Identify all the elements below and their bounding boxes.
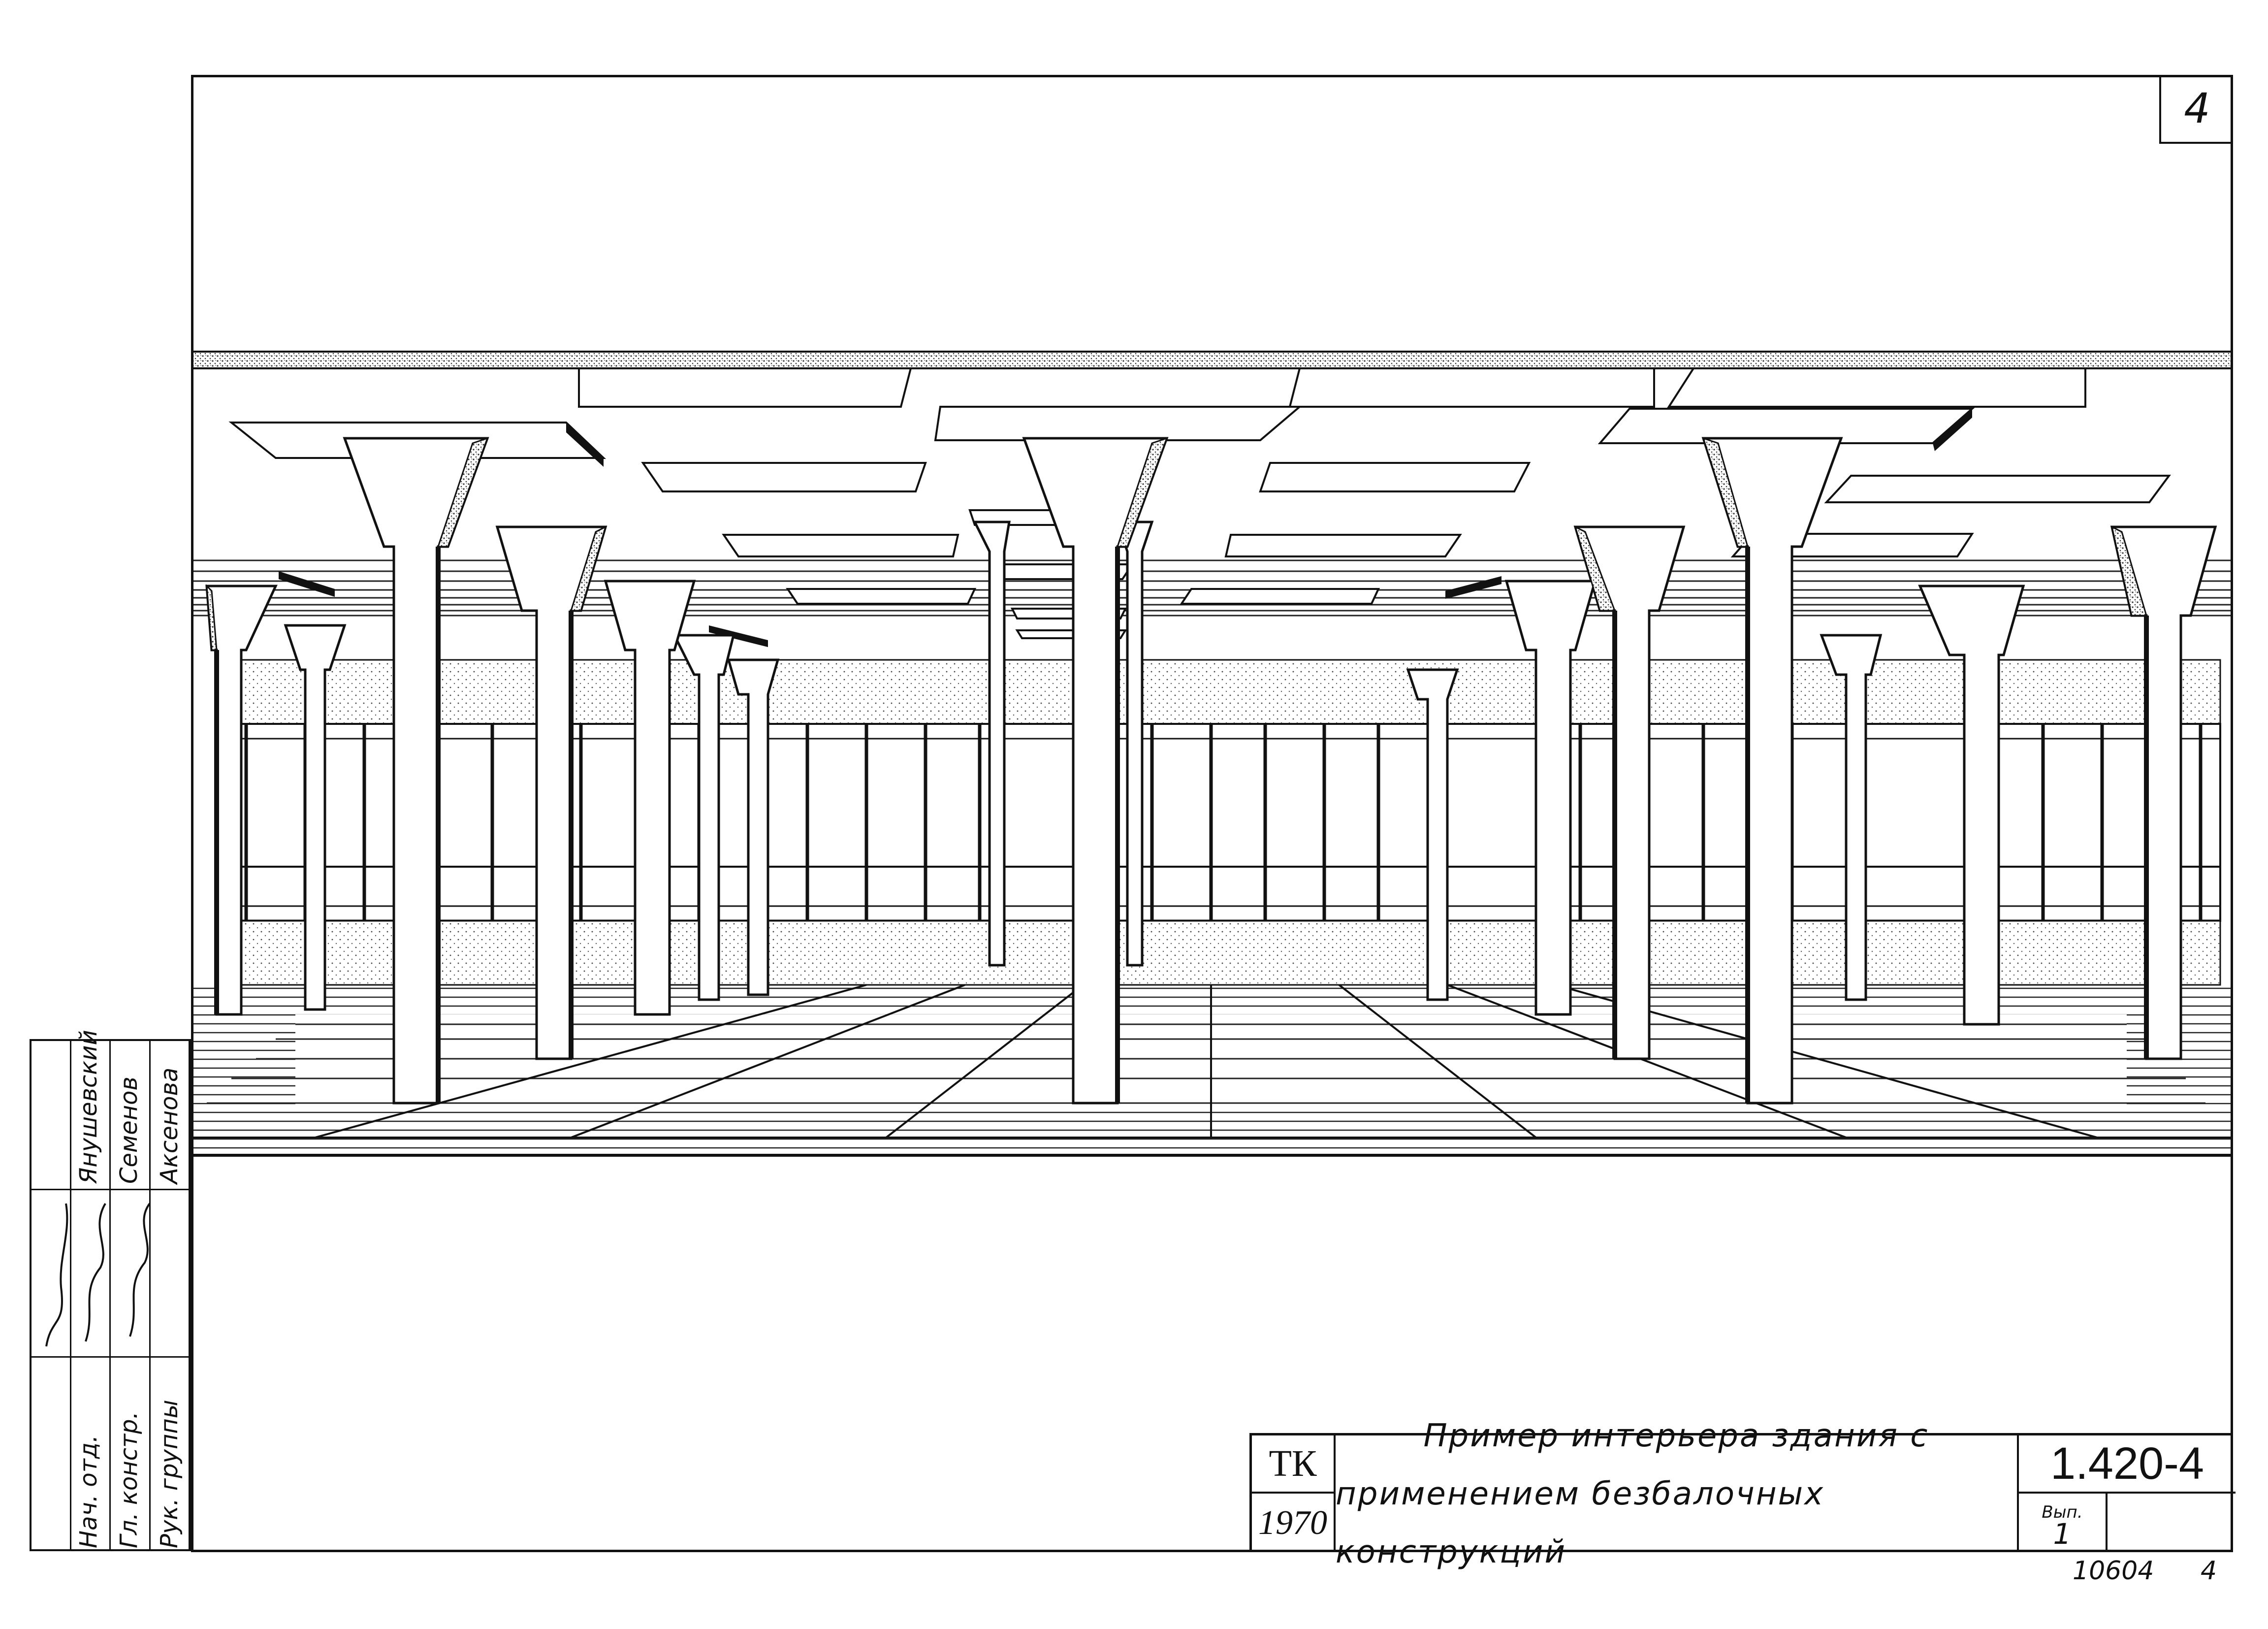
blank-cell: [2108, 1494, 2236, 1552]
issue-label: Вып.: [2042, 1502, 2083, 1522]
stamp-row-1: [32, 1041, 71, 1549]
roof-slab-edge: [193, 352, 2231, 368]
floor: [193, 984, 2231, 1157]
stamp-name-2: Семенов: [115, 1076, 143, 1184]
footer-sheet-number: 4: [2201, 1556, 2217, 1586]
drawing-frame: [191, 75, 2233, 1552]
title-block-year: 1970: [1252, 1494, 1336, 1552]
window-band: [216, 723, 2221, 922]
back-wall-upper: [216, 659, 2221, 725]
stamp-divider: [32, 1356, 189, 1358]
stamp-divider: [32, 1189, 189, 1190]
drawing-title-line-2: применением безбалочных конструкций: [1336, 1475, 1825, 1570]
signature-stamp: Нач. отд. Гл. констр. Рук. группы Янушев…: [30, 1030, 191, 1551]
stamp-name-3: Аксенова: [156, 1067, 183, 1184]
stamp-role-3: Рук. группы: [156, 1400, 183, 1548]
stamp-role-1: Нач. отд.: [75, 1434, 102, 1548]
stamp-name-1: Янушевский: [75, 1030, 102, 1184]
title-block-org: ТК: [1252, 1435, 1336, 1494]
stamp-role-2: Гл. констр.: [115, 1411, 143, 1548]
drawing-title: Пример интерьера здания с применением бе…: [1336, 1418, 2019, 1570]
issue-cell: Вып. 1: [2019, 1494, 2108, 1552]
drawing-title-line-1: Пример интерьера здания с: [1423, 1417, 1929, 1454]
stamp-row-3: [111, 1041, 151, 1549]
inventory-number: 10604: [2073, 1556, 2154, 1586]
handwritten-signatures: [45, 1203, 151, 1347]
sheet-number: 4: [2159, 75, 2233, 144]
stamp-row-2: [71, 1041, 111, 1549]
series-code: 1.420-4: [2019, 1435, 2236, 1494]
title-block: ТК 1970 Пример интерьера здания с примен…: [1249, 1418, 2236, 1570]
issue-number: 1: [2053, 1517, 2072, 1551]
back-wall-lower: [216, 920, 2221, 986]
columns: [205, 437, 2217, 1105]
